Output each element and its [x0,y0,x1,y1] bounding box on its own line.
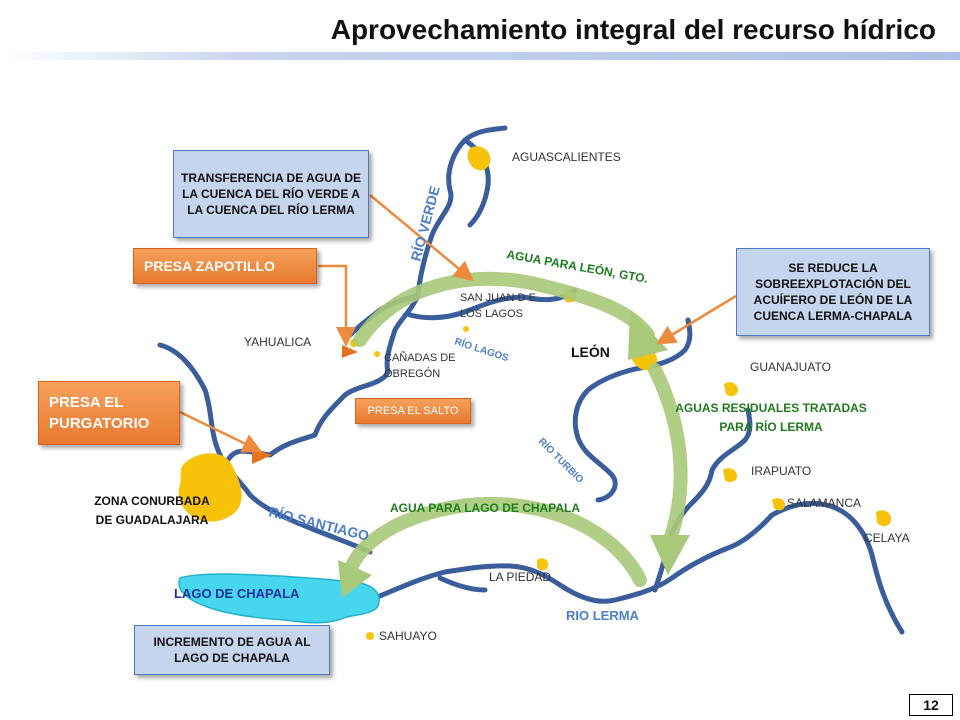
label-san-juan: SAN JUAN D E LOS LAGOS [460,292,536,320]
rio-la-piedad [437,575,488,593]
callout-incremento: INCREMENTO DE AGUA AL LAGO DE CHAPALA [134,625,330,675]
label-yahualica: YAHUALICA [244,335,312,349]
city-guadalajara-shape [178,453,242,522]
label-sahuayo: SAHUAYO [379,629,437,643]
flow-label-residuales: AGUAS RESIDUALES TRATADAS PARA RÍO LERMA [675,401,867,434]
flow-arrowhead-leon [628,310,668,360]
lake-chapala-shape [178,573,380,624]
city-aguascalientes-shape [467,146,491,171]
callout-presa-zapotillo: PRESA ZAPOTILLO [133,248,317,284]
label-aguascalientes: AGUASCALIENTES [512,150,621,164]
label-irapuato: IRAPUATO [751,464,812,478]
label-chapala: LAGO DE CHAPALA [174,586,300,601]
city-guanajuato-shape [724,382,738,397]
city-sahuayo-dot [366,632,374,640]
callout-transferencia: TRANSFERENCIA DE AGUA DE LA CUENCA DEL R… [173,150,369,238]
rio-verde-path [267,125,508,458]
flow-label-chapala: AGUA PARA LAGO DE CHAPALA [390,501,580,515]
city-irapuato-shape [723,468,737,483]
label-canadas: CAÑADAS DE OBREGÓN [384,352,456,380]
city-san-juan-dot [463,326,469,332]
label-leon: LEÓN [571,344,610,360]
river-label-santiago: RÍO SANTIAGO [267,503,371,543]
dam-purgatorio-marker [252,448,272,464]
page-title: Aprovechamiento integral del recurso híd… [330,14,936,45]
connector-purgatorio [179,410,263,453]
flow-arrowhead-lerma [650,535,690,575]
flow-arrowhead-chapala [338,560,372,598]
city-la-piedad-shape [537,558,549,571]
connector-zapotillo [318,264,356,347]
label-la-piedad: LA PIEDAD [489,570,552,584]
label-guadalajara: ZONA CONURBADA DE GUADALAJARA [94,494,210,527]
callout-presa-salto: PRESA EL SALTO [355,398,471,424]
river-label-lerma: RIO LERMA [566,608,640,623]
connector-sobreexplotacion [655,294,737,345]
dam-zapotillo-marker [342,345,358,358]
label-celaya: CELAYA [864,531,910,545]
label-salamanca: SALAMANCA [787,496,862,510]
callout-presa-purgatorio: PRESA EL PURGATORIO [38,381,180,445]
connector-transferencia [369,194,474,282]
city-celaya-shape [876,510,892,527]
title-underline [0,52,960,60]
city-salamanca-shape [772,498,785,511]
flow-arrow-chapala [343,496,647,587]
label-guanajuato: GUANAJUATO [750,360,831,374]
page-number: 12 [909,694,953,716]
city-canadas-dot [374,351,380,357]
flow-arrow-lerma [648,363,688,547]
rio-lagos-path [407,287,578,321]
flow-arrow-leon [353,271,655,347]
rio-lerma-east [709,407,753,473]
callout-sobreexplotacion: SE REDUCE LA SOBREEXPLOTACIÓN DEL ACUÍFE… [736,248,930,336]
rio-turbio-path [572,365,643,503]
rio-lerma-path [367,500,905,635]
